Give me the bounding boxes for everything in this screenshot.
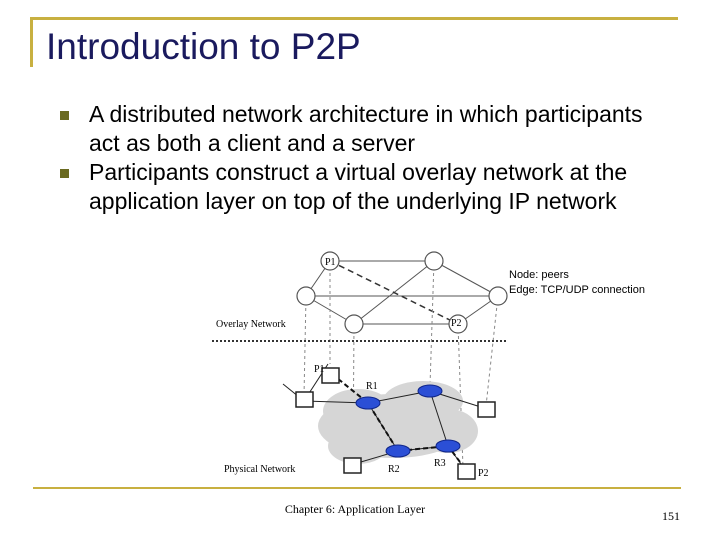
physical-p2-label: P2 (478, 468, 489, 479)
overlay-node (344, 314, 364, 334)
frame-top-line (30, 17, 678, 20)
router-icon (435, 439, 461, 453)
diagram-legend: Node: peers Edge: TCP/UDP connection (509, 268, 645, 298)
routers (355, 384, 461, 458)
bullet-text: A distributed network architecture in wh… (89, 101, 643, 156)
host-computer-icon (477, 401, 496, 418)
overlay-node (296, 286, 316, 306)
overlay-node (424, 251, 444, 271)
bullet-item: A distributed network architecture in wh… (60, 100, 660, 158)
host-computer-icon (321, 367, 340, 384)
router-icon (417, 384, 443, 398)
physical-network-label: Physical Network (224, 464, 295, 475)
physical-p1-label: P1 (314, 364, 325, 375)
legend-node: Node: peers (509, 269, 569, 281)
frame-left-line (30, 17, 33, 67)
router-r1-label: R1 (366, 381, 378, 392)
p2p-network-diagram: P1 P2 Overlay Network (212, 251, 508, 480)
hosts (295, 367, 496, 480)
overlay-p1-label: P1 (325, 257, 336, 268)
host-computer-icon (343, 457, 362, 474)
footer-line (33, 487, 681, 489)
page-number: 151 (662, 509, 680, 523)
router-icon (355, 396, 381, 410)
router-r3-label: R3 (434, 458, 446, 469)
slide-title: Introduction to P2P (46, 26, 361, 67)
host-computer-icon (457, 463, 476, 480)
square-bullet-icon (60, 169, 69, 178)
legend-edge: Edge: TCP/UDP connection (509, 284, 645, 296)
overlay-path (331, 373, 464, 467)
overlay-node-p1 (320, 251, 340, 271)
router-icon (385, 444, 411, 458)
footer-chapter-title: Chapter 6: Application Layer (284, 502, 426, 516)
overlay-nodes (296, 251, 508, 334)
bullet-item: Participants construct a virtual overlay… (60, 158, 660, 216)
bullet-text: Participants construct a virtual overlay… (89, 159, 628, 214)
bullet-list: A distributed network architecture in wh… (60, 100, 660, 216)
router-r2-label: R2 (388, 464, 400, 475)
overlay-p2-label: P2 (451, 318, 462, 329)
overlay-edges (305, 260, 499, 325)
square-bullet-icon (60, 111, 69, 120)
host-computer-icon (295, 391, 314, 408)
overlay-node (488, 286, 508, 306)
overlay-node-p2 (448, 314, 468, 334)
overlay-network-label: Overlay Network (216, 319, 286, 330)
